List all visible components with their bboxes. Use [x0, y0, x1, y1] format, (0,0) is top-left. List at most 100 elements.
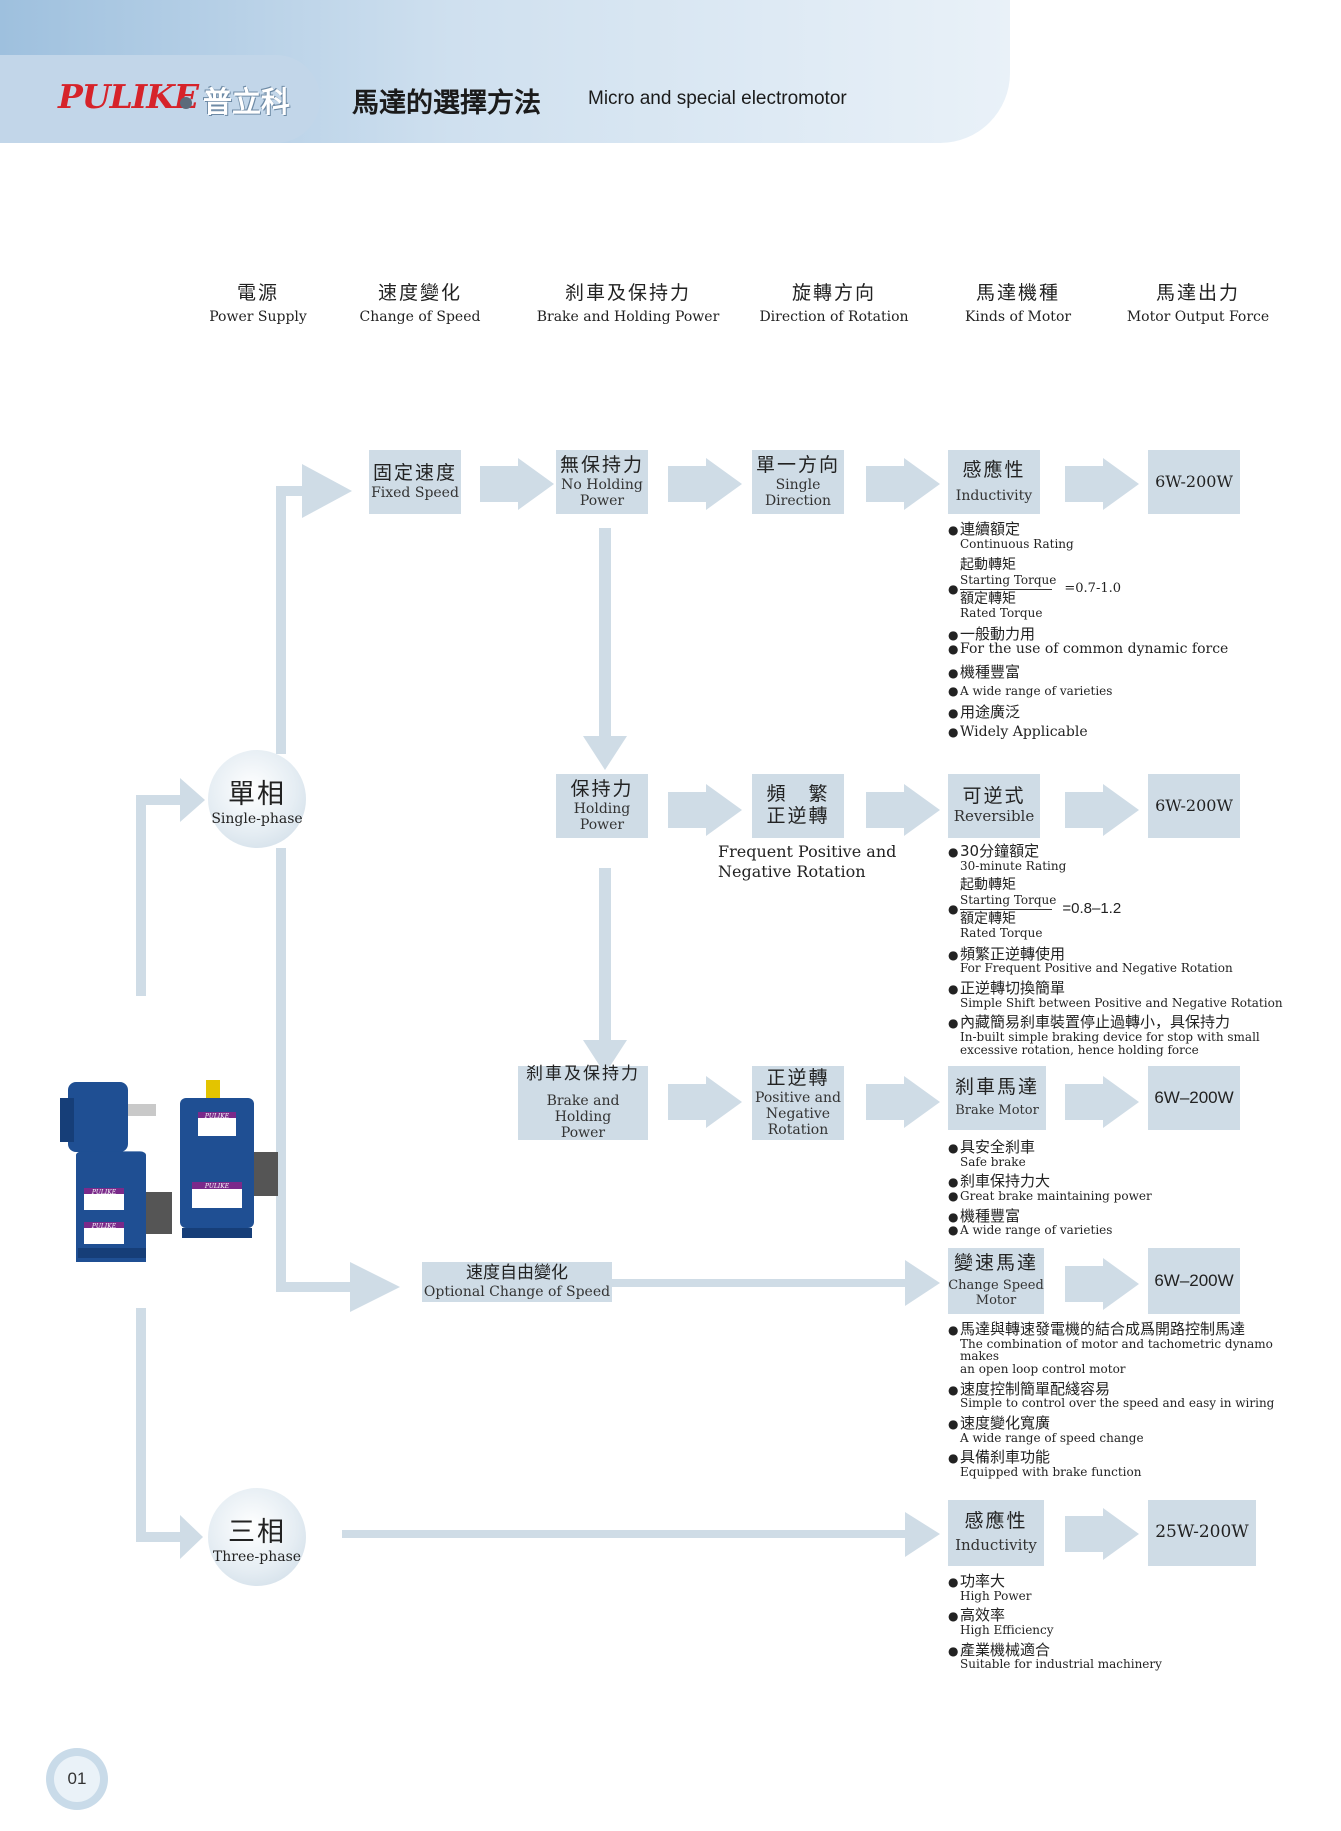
- page-subtitle: Micro and special electromotor: [588, 88, 847, 109]
- fixed-speed-cn: 固定速度: [372, 462, 457, 485]
- posneg-en3: Rotation: [767, 1121, 829, 1138]
- page-number: 01: [67, 1769, 87, 1788]
- three-inductivity-en: Inductivity: [955, 1536, 1037, 1555]
- single-direction-en2: Direction: [764, 492, 832, 509]
- feature-en: For the use of common dynamic force: [960, 641, 1229, 658]
- page-title: 馬達的選擇方法: [352, 88, 541, 119]
- three-phase-features: ●功率大 High Power ●高效率 High Efficiency ●產業…: [948, 1573, 1248, 1672]
- feature-cn: 刹車保持力大: [960, 1172, 1051, 1191]
- feature-cn: 機種豐富: [960, 1206, 1021, 1225]
- frequent-note1: Frequent Positive and: [718, 842, 897, 861]
- column-en: Change of Speed: [359, 309, 481, 325]
- feature-en: Suitable for industrial machinery: [960, 1657, 1162, 1672]
- inductivity-output-box: 6W-200W: [1148, 450, 1240, 514]
- single-down-line: [276, 848, 286, 1292]
- feature-en: Widely Applicable: [960, 724, 1088, 741]
- feature-cn: 頻繁正逆轉使用: [960, 944, 1066, 963]
- inductivity-box: 感應性 Inductivity: [948, 450, 1040, 514]
- three-output-box: 25W-200W: [1148, 1500, 1256, 1566]
- column-cn: 速度變化: [377, 282, 462, 304]
- torque-top-cn: 起動轉矩: [960, 877, 1016, 894]
- column-cn: 旋轉方向: [791, 282, 876, 304]
- speed-motor-output-box: 6W–200W: [1148, 1248, 1240, 1314]
- feature-cn: 高效率: [960, 1606, 1006, 1625]
- torque-top-en: Starting Torque: [960, 572, 1057, 587]
- column-cn: 電源: [236, 282, 279, 304]
- torque-bot-cn: 額定轉矩: [960, 910, 1016, 927]
- inductivity-output: 6W-200W: [1155, 471, 1233, 491]
- holding-box: 保持力 Holding Power: [556, 774, 648, 838]
- feature-cn: 速度控制簡單配綫容易: [960, 1379, 1111, 1398]
- brake-motor-cn: 刹車馬達: [954, 1075, 1039, 1098]
- posneg-box: 正逆轉 Positive and Negative Rotation: [752, 1066, 844, 1140]
- torque-bot-en: Rated Torque: [960, 606, 1043, 621]
- brake-motor-en: Brake Motor: [955, 1103, 1039, 1119]
- single-direction-box: 單一方向 Single Direction: [752, 450, 844, 514]
- column-change-of-speed: 速度變化 Change of Speed: [320, 278, 520, 325]
- reversible-cn: 可逆式: [962, 785, 1026, 808]
- feature-cn: 速度變化寬廣: [960, 1413, 1051, 1432]
- brand-logo: PULIKE: [58, 77, 199, 116]
- holding-en1: Holding: [573, 800, 631, 817]
- feature-cn: 馬達與轉速發電機的結合成爲開路控制馬達: [960, 1320, 1246, 1338]
- feature-en: excessive rotation, hence holding force: [960, 1042, 1199, 1057]
- brake-motor-box: 刹車馬達 Brake Motor: [948, 1066, 1046, 1130]
- feature-cn: 一般動力用: [960, 624, 1036, 643]
- single-phase-cn: 單相: [228, 778, 286, 810]
- torque-bot-cn: 額定轉矩: [960, 590, 1016, 607]
- feature-cn: 具安全刹車: [960, 1138, 1036, 1156]
- column-cn: 馬達機種: [975, 282, 1060, 304]
- page-number-badge: 01: [46, 1748, 108, 1810]
- no-holding-box: 無保持力 No Holding Power: [556, 450, 648, 514]
- speed-motor-box: 變速馬達 Change Speed Motor: [948, 1248, 1044, 1314]
- fixed-speed-en: Fixed Speed: [371, 484, 459, 501]
- motor-label-2: PULIKE: [91, 1223, 117, 1230]
- column-en: Brake and Holding Power: [536, 309, 720, 325]
- column-en: Power Supply: [209, 309, 307, 325]
- feature-cn: 正逆轉切換簡單: [960, 978, 1066, 997]
- posneg-en2: Negative: [765, 1105, 831, 1122]
- column-cn: 刹車及保持力: [564, 282, 691, 304]
- feature-en: Safe brake: [960, 1154, 1026, 1169]
- holding-en2: Power: [579, 816, 625, 833]
- speed-motor-output: 6W–200W: [1154, 1271, 1234, 1291]
- optional-speed-en: Optional Change of Speed: [423, 1283, 611, 1300]
- single-up-line: [276, 486, 286, 754]
- column-cn: 馬達出力: [1155, 282, 1240, 304]
- arrow-to-single: [180, 778, 205, 822]
- reversible-output: 6W-200W: [1155, 795, 1233, 815]
- inductivity-cn: 感應性: [962, 459, 1026, 482]
- reversible-features: ●30分鐘額定 30-minute Rating ● 起動轉矩 Starting…: [948, 842, 1288, 1057]
- feature-en: Simple Shift between Positive and Negati…: [960, 995, 1283, 1010]
- brake-holding-cn: 刹車及保持力: [526, 1064, 640, 1085]
- no-holding-en1: No Holding: [561, 476, 643, 493]
- feature-en: In-built simple braking device for stop …: [960, 1029, 1260, 1044]
- brake-holding-en1: Brake and Holding: [546, 1092, 620, 1125]
- inductivity-en: Inductivity: [955, 487, 1033, 504]
- three-phase-en: Three-phase: [212, 1548, 302, 1565]
- feature-cn: 內藏簡易刹車裝置停止過轉小，具保持力: [960, 1013, 1231, 1032]
- no-holding-cn: 無保持力: [559, 453, 644, 476]
- three-output: 25W-200W: [1155, 1522, 1249, 1543]
- feature-en: Equipped with brake function: [960, 1464, 1142, 1479]
- motor-product-image: PULIKE PULIKE PULIKE PULIKE: [60, 1080, 278, 1262]
- feature-cn: 產業機械適合: [960, 1640, 1051, 1659]
- speed-motor-en1: Change Speed: [948, 1277, 1044, 1293]
- speed-motor-cn: 變速馬達: [953, 1252, 1038, 1275]
- speed-motor-en2: Motor: [975, 1292, 1017, 1308]
- column-output: 馬達出力 Motor Output Force: [1098, 278, 1298, 325]
- feature-en: The combination of motor and tachometric…: [960, 1336, 1273, 1364]
- reversible-output-box: 6W-200W: [1148, 774, 1240, 838]
- frequent-cn1: 頻 繁: [766, 783, 830, 806]
- optional-speed-cn: 速度自由變化: [466, 1263, 568, 1284]
- three-phase-node: 三相 Three-phase: [208, 1488, 306, 1586]
- no-holding-en2: Power: [579, 492, 625, 509]
- single-phase-en: Single-phase: [211, 810, 303, 827]
- logo-background: [0, 55, 320, 143]
- feature-en: For Frequent Positive and Negative Rotat…: [960, 961, 1233, 976]
- feature-cn: 30分鐘額定: [960, 842, 1040, 860]
- frequent-rotation-note: Frequent Positive and Negative Rotation: [718, 842, 896, 882]
- feature-cn: 連續額定: [960, 520, 1021, 538]
- feature-cn: 機種豐富: [960, 662, 1021, 681]
